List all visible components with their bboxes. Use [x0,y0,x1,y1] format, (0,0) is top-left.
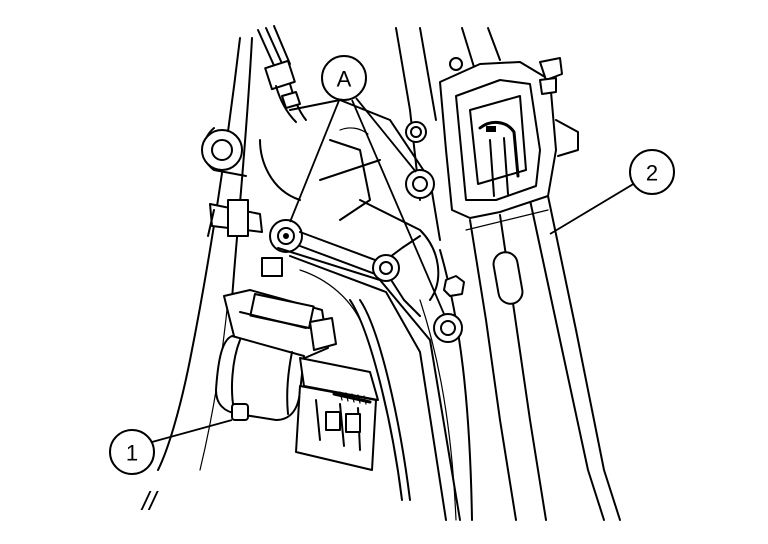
bolt-2 [405,169,435,199]
callout-2: 2 [549,149,675,235]
callout-a: A [289,55,445,315]
callout-1-label: 1 [126,441,138,466]
regulator-cable [277,231,461,521]
mounting-bolts [269,121,465,343]
wire-harness [257,25,307,123]
callout-2-label: 2 [646,161,658,186]
motor-connector [295,357,379,471]
bolt-1 [269,219,303,253]
break-mark: // [140,486,159,516]
callout-1: 1 [109,419,233,475]
cable-clip [207,199,263,237]
callout-a-label: A [337,67,352,92]
bolt-3 [433,313,463,343]
glass-clamp-bracket [439,57,579,219]
window-regulator-motor [215,257,337,421]
